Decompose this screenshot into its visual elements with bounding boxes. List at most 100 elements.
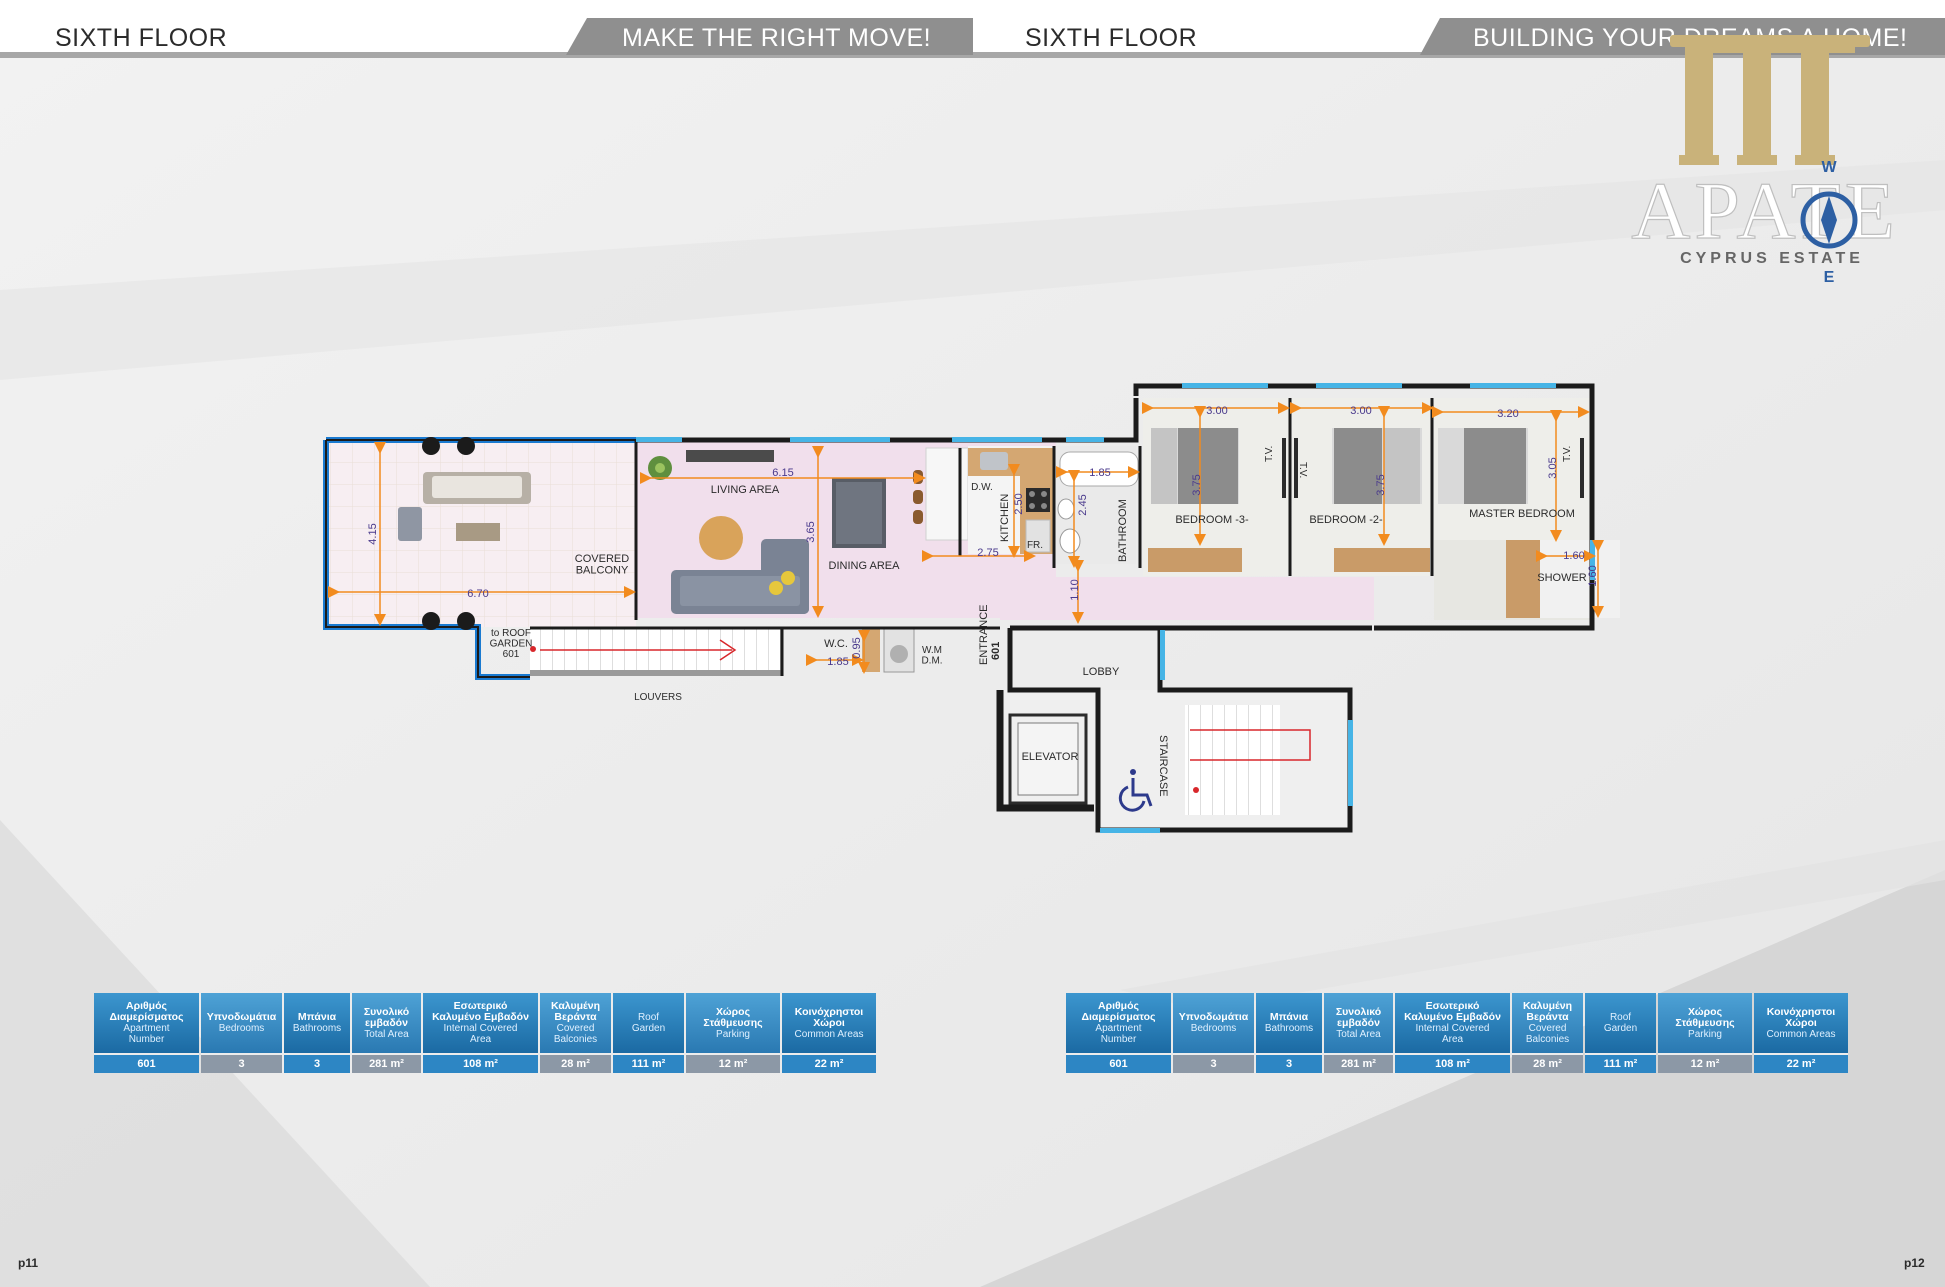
td-bedrooms: 3 [1173, 1053, 1254, 1073]
dim-living-w: 6.15 [772, 467, 793, 479]
label-bathroom: BATHROOM [1117, 499, 1129, 562]
sofa-icon [671, 539, 809, 614]
dimension-lines [328, 402, 1604, 674]
dim-master-h: 3.05 [1547, 457, 1559, 478]
td-bathrooms: 3 [284, 1053, 350, 1073]
label-tv-3: T.V. [1562, 446, 1573, 462]
label-shower: SHOWER [1537, 572, 1587, 584]
sink-icon [980, 452, 1008, 470]
dim-living-h: 3.65 [805, 521, 817, 542]
dim-bed3-w: 3.00 [1206, 405, 1227, 417]
plant-icon [648, 456, 672, 480]
label-entrance: ENTRANCE [978, 604, 990, 665]
dim-kitchen-h: 2.50 [1013, 493, 1025, 514]
td-apartment-number: 601 [1066, 1053, 1171, 1073]
label-tv-1: T.V. [1264, 446, 1275, 462]
dim-corridor-h: 1.10 [1069, 579, 1081, 600]
dim-bed2-w: 3.00 [1350, 405, 1371, 417]
td-total-area: 281 m² [1324, 1053, 1393, 1073]
td-bedrooms: 3 [201, 1053, 282, 1073]
lobby [1000, 628, 1350, 830]
louvers-stairs [530, 628, 782, 676]
dim-balcony-w: 6.70 [467, 588, 488, 600]
td-bathrooms: 3 [1256, 1053, 1322, 1073]
wheelchair-icon [1118, 769, 1153, 812]
dim-master-w: 3.20 [1497, 408, 1518, 420]
stove-icon [1026, 488, 1050, 512]
label-kitchen: KITCHEN [999, 494, 1011, 542]
dim-bath-w: 1.85 [1089, 467, 1110, 479]
master-bedroom [1434, 398, 1620, 620]
td-covered-balconies: 28 m² [1512, 1053, 1583, 1073]
label-apartment-tag: 601 [990, 642, 1002, 660]
label-tv-2: T.V. [1297, 462, 1308, 478]
td-covered-balconies: 28 m² [540, 1053, 611, 1073]
label-elevator: ELEVATOR [1022, 751, 1079, 763]
label-dw: D.W. [971, 482, 993, 493]
dim-wc-h: 0.95 [851, 637, 863, 658]
td-internal-area: 108 m² [1395, 1053, 1510, 1073]
td-total-area: 281 m² [352, 1053, 421, 1073]
left-slogan: MAKE THE RIGHT MOVE! [622, 24, 932, 52]
label-fr: FR. [1027, 540, 1043, 551]
td-parking: 12 m² [1658, 1053, 1752, 1073]
page-number-right: p12 [1904, 1256, 1925, 1270]
label-wc: W.C. [824, 638, 848, 650]
apate-logo: APATE W E CYPRUS ESTATE [1631, 35, 1895, 286]
td-roof-garden: 111 m² [613, 1053, 684, 1073]
column-icon [1670, 35, 1870, 165]
label-lobby: LOBBY [1083, 666, 1120, 678]
td-apartment-number: 601 [94, 1053, 199, 1073]
bedroom-3 [1143, 398, 1289, 576]
compass-icon: W E [1800, 159, 1858, 286]
dim-balcony-h: 4.15 [367, 523, 379, 544]
page-number-left: p11 [18, 1256, 39, 1270]
bed-icon [1438, 428, 1528, 504]
walls [530, 383, 1595, 833]
dim-bed3-h: 3.75 [1191, 474, 1203, 495]
label-living-area: LIVING AREA [711, 484, 780, 496]
td-common-areas: 22 m² [782, 1053, 876, 1073]
td-roof-garden: 111 m² [1585, 1053, 1656, 1073]
right-floor-title: SIXTH FLOOR [1025, 24, 1198, 52]
label-dining-area: DINING AREA [829, 560, 901, 572]
left-floor-title: SIXTH FLOOR [55, 24, 228, 52]
label-bedroom-2: BEDROOM -2- [1309, 514, 1383, 526]
dining-table [832, 470, 923, 548]
bed-icon [1332, 428, 1422, 504]
td-internal-area: 108 m² [423, 1053, 538, 1073]
logo-tagline: CYPRUS ESTATE [1680, 250, 1864, 267]
label-louvers: LOUVERS [634, 692, 682, 703]
td-parking: 12 m² [686, 1053, 780, 1073]
washing-machine-icon [883, 627, 915, 673]
dim-bed2-h: 3.75 [1375, 474, 1387, 495]
compass-e-label: E [1824, 269, 1835, 286]
label-master-bedroom: MASTER BEDROOM [1469, 508, 1575, 520]
label-staircase: STAIRCASE [1157, 735, 1169, 797]
dim-shower-h: 1.60 [1587, 565, 1599, 586]
bedroom-2 [1292, 398, 1432, 576]
dim-dining-w: 2.75 [977, 547, 998, 559]
corridor [1000, 577, 1372, 620]
compass-w-label: W [1821, 159, 1837, 176]
label-bedroom-3: BEDROOM -3- [1175, 514, 1249, 526]
